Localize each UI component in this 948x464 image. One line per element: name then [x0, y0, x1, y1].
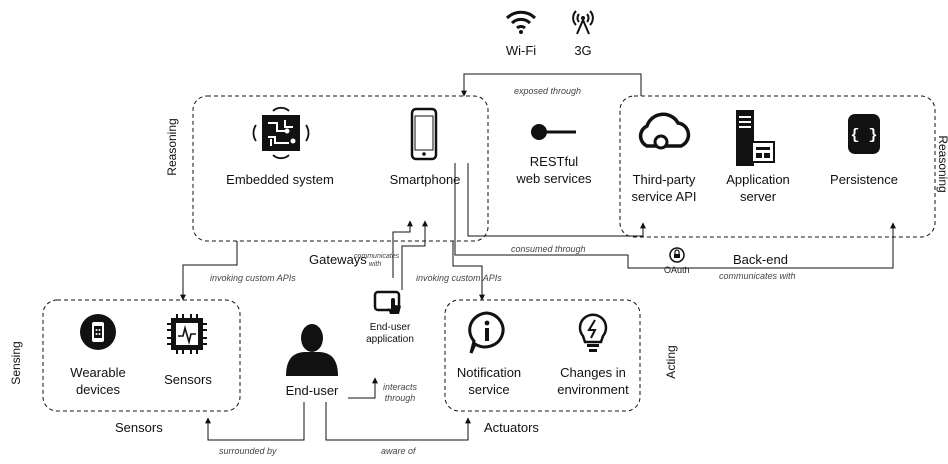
rest-endpoint-icon	[531, 124, 576, 140]
smartphone-label: Smartphone	[389, 172, 461, 187]
gateways-box	[192, 95, 489, 242]
backend-side-label: Reasoning	[936, 135, 948, 193]
lock-icon	[669, 247, 685, 263]
sensor-chip-icon	[167, 314, 207, 354]
exposed-through-label: exposed through	[514, 86, 582, 96]
oauth-label: OAuth	[664, 265, 690, 275]
third-party-label: Third-party service API	[631, 172, 697, 204]
actuators-title: Actuators	[484, 420, 539, 435]
sensors-title: Sensors	[115, 420, 163, 435]
aware-of-label: aware of	[381, 446, 416, 456]
wearable-label: Wearable devices	[70, 365, 126, 397]
end-user-app-label: End-user application	[366, 322, 414, 345]
sensors-box	[42, 299, 241, 412]
persistence-label: Persistence	[830, 172, 898, 187]
sensors-side-label: Sensing	[9, 341, 23, 385]
cloud-icon	[638, 112, 691, 150]
lightbulb-icon	[578, 313, 608, 352]
edge-interacts-through	[348, 377, 378, 399]
cell-label: 3G	[574, 43, 592, 58]
circuit-board-icon	[252, 106, 310, 160]
gateways-side-label: Reasoning	[165, 118, 179, 176]
interacts-through-label: interacts through	[383, 382, 418, 403]
edge-consumed-through	[467, 163, 646, 237]
restful-label: RESTful web services	[516, 154, 592, 186]
edge-aware-of	[325, 402, 471, 441]
tablet-touch-icon	[373, 290, 401, 314]
database-icon: { }	[848, 114, 880, 154]
wifi-label: Wi-Fi	[505, 43, 537, 58]
edge-exposed-through	[461, 73, 642, 97]
consumed-through-label: consumed through	[511, 244, 586, 254]
info-notification-icon	[468, 311, 505, 354]
end-user-label: End-user	[285, 383, 339, 398]
invoking-left-label: invoking custom APIs	[210, 273, 296, 283]
cell-tower-icon	[572, 10, 594, 35]
changes-label: Changes in environment	[557, 365, 629, 397]
edge-invoking-right	[452, 241, 485, 301]
smartwatch-icon	[80, 314, 116, 350]
wifi-icon	[505, 10, 537, 34]
sensors-item-label: Sensors	[164, 372, 212, 387]
backend-box	[619, 95, 936, 238]
edge-invoking-left	[180, 241, 238, 301]
notification-label: Notification service	[456, 365, 522, 397]
actuators-side-label: Acting	[664, 345, 678, 379]
backend-title: Back-end	[733, 252, 788, 267]
svg-text:{ }: { }	[850, 127, 877, 144]
edge-communicates-with-app	[392, 220, 413, 278]
invoking-right-label: invoking custom APIs	[416, 273, 502, 283]
edge-app-to-smartphone	[401, 220, 428, 290]
communicates-with-backend-label: communicates with	[719, 271, 796, 281]
gateways-title: Gateways	[309, 252, 367, 267]
communicates-with-app-label: communicates with	[354, 253, 400, 268]
smartphone-icon	[410, 107, 438, 161]
embedded-system-label: Embedded system	[226, 172, 334, 187]
person-icon	[286, 324, 338, 376]
app-server-label: Application server	[726, 172, 790, 204]
edge-communicates-with-backend	[454, 163, 896, 269]
server-icon	[736, 110, 775, 166]
surrounded-by-label: surrounded by	[219, 446, 277, 456]
edge-surrounded-by	[205, 402, 305, 441]
